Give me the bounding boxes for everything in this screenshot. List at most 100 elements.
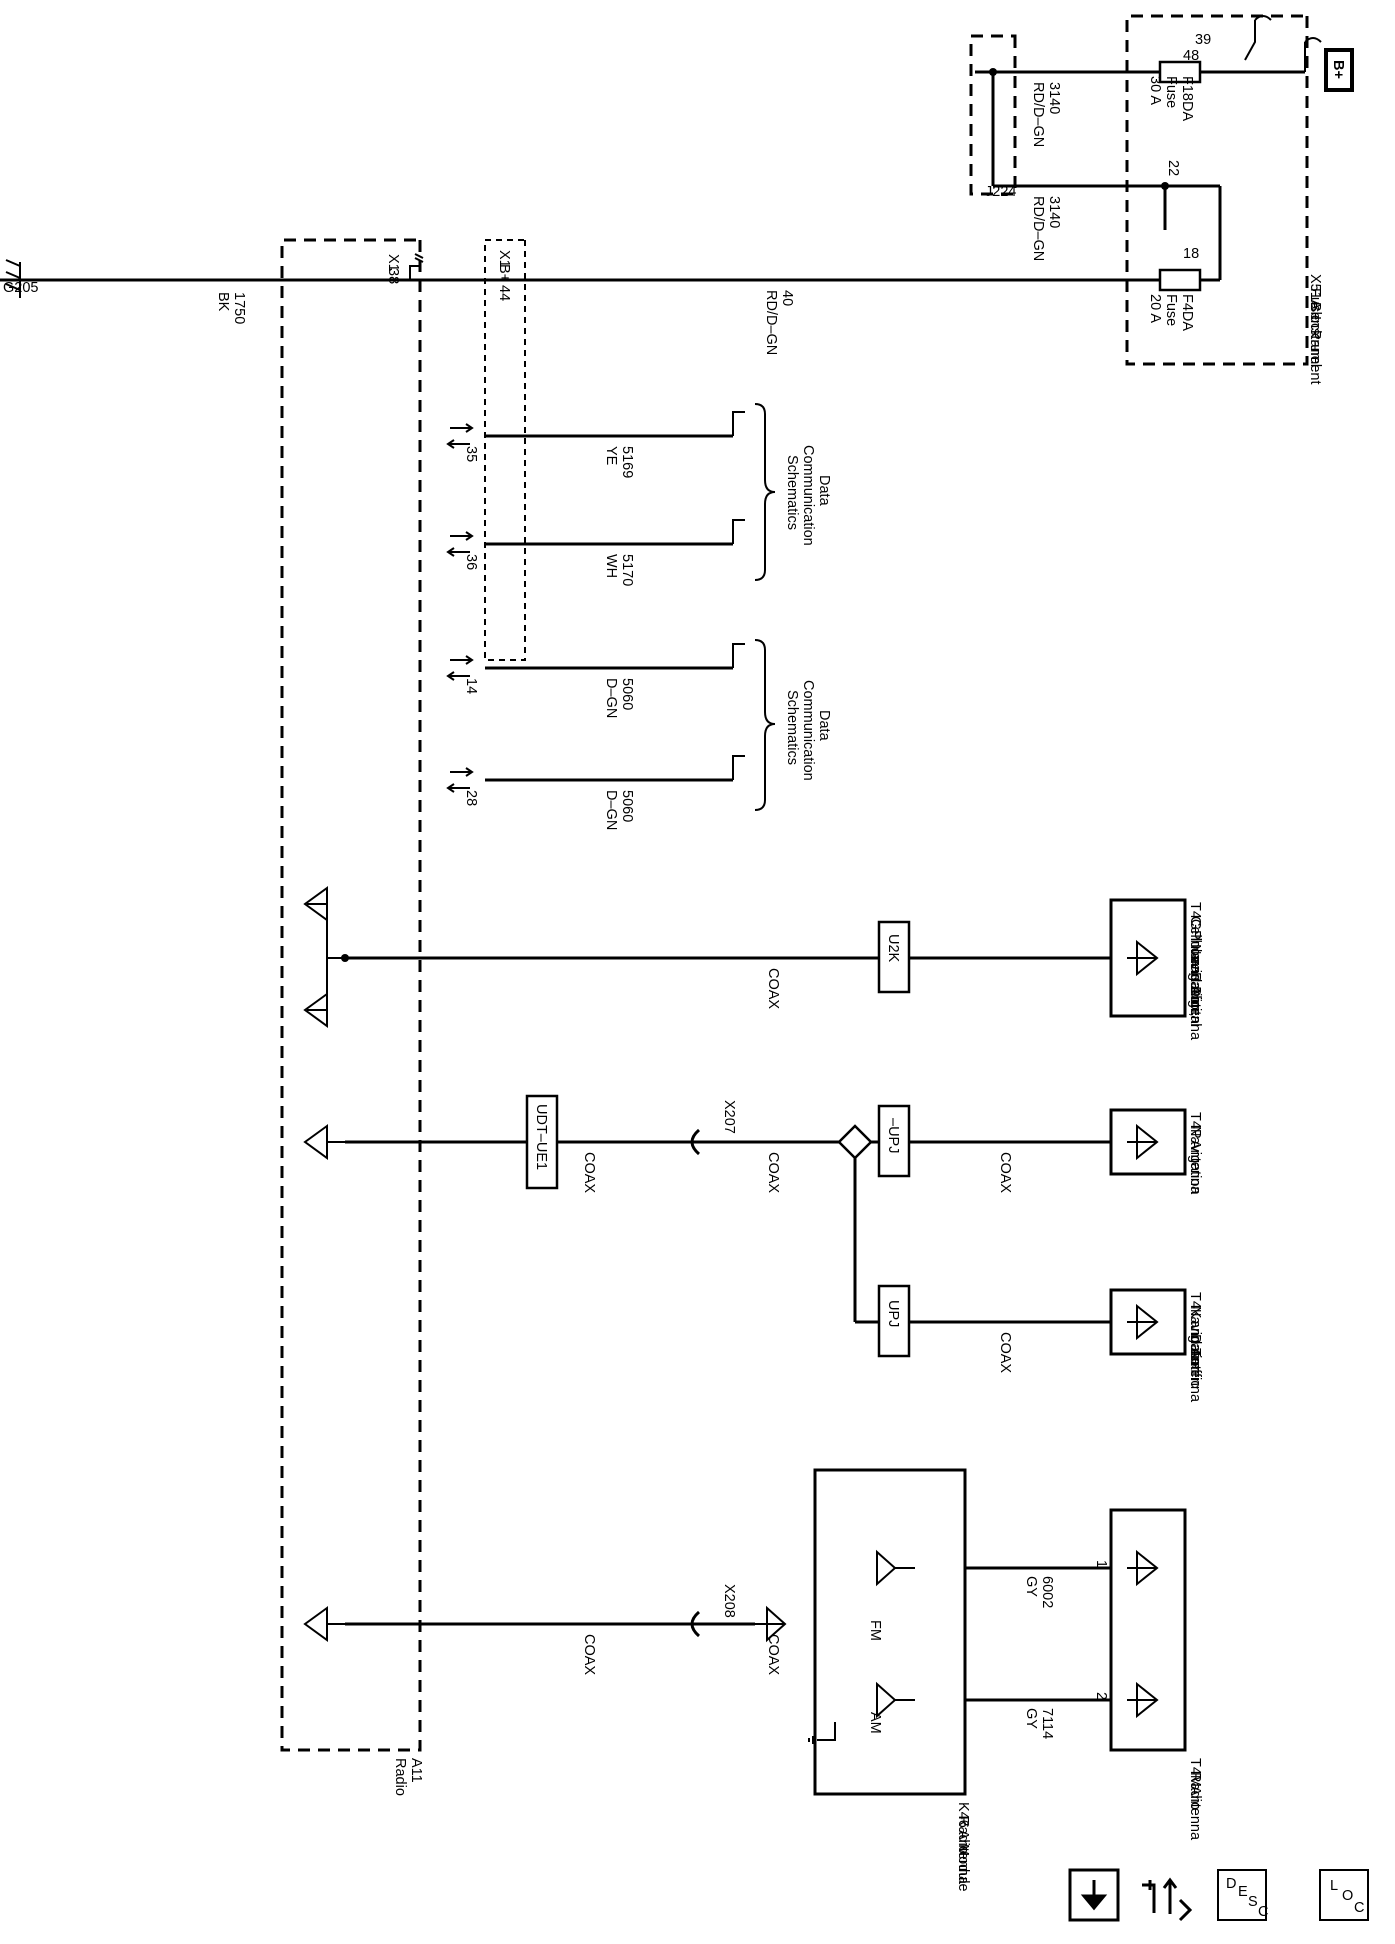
fuse-f18da: [1158, 60, 1202, 84]
udt-ue1-connector: [525, 1094, 559, 1190]
x207-connector: [690, 1128, 701, 1156]
fuse-f4da-rating: 20 A: [1147, 294, 1163, 323]
svg-text:5060: 5060: [619, 790, 635, 822]
radio-pin-44: 44: [496, 285, 512, 301]
data-group-2-line-3: Schematics: [784, 690, 800, 765]
x207-label: X207: [721, 1100, 737, 1134]
ground-id: G205: [3, 280, 38, 296]
k46-line-2: Antenna: [955, 1830, 971, 1885]
svg-text:L: L: [1330, 1878, 1338, 1894]
ground-wire-num: 1750: [231, 292, 247, 324]
data-group-2-line-1: Data: [816, 710, 832, 742]
svg-text:O: O: [1342, 1888, 1353, 1904]
splitter-diamond: [837, 1124, 873, 1160]
svg-text:C: C: [1354, 1900, 1364, 1916]
k46-line-3: Module: [955, 1844, 971, 1892]
t4g-line-2: Phone,: [1187, 930, 1203, 976]
data-brace-1: [754, 403, 776, 581]
desc-icon[interactable]: D E S C: [1217, 1869, 1268, 1921]
svg-text:35: 35: [463, 446, 479, 462]
j224-wire2-num: 3140: [1046, 196, 1062, 228]
radio-antenna-symbols: [303, 886, 345, 1642]
fuse-f4da: [1158, 268, 1202, 292]
fuse-block-name-2: Block –: [1307, 302, 1323, 350]
x208-label: X208: [721, 1584, 737, 1618]
j224-wire2-color: RD/D–GN: [1030, 196, 1046, 261]
t4k-id: T4K: [1187, 1292, 1203, 1319]
b-plus-box: [1324, 48, 1354, 92]
main-feed-num: 40: [779, 290, 795, 306]
t4p-id: T4P: [1187, 1112, 1203, 1139]
data-wire-14: 5060 D–GN 14: [463, 643, 745, 718]
t4g-connector-u2k: [877, 920, 911, 994]
j224-wire1-num: 3140: [1046, 82, 1062, 114]
data-group-2-line-2: Communication: [800, 680, 816, 781]
b-plus-label: B+: [1330, 60, 1346, 79]
t4m-line-1: Radio: [1187, 1772, 1203, 1810]
fuse-f18da-pin-out: 48: [1183, 48, 1199, 64]
data-wire-28: 5060 D–GN 28: [463, 755, 745, 830]
svg-text:28: 28: [463, 790, 479, 806]
wire-7114-color: GY: [1023, 1708, 1039, 1729]
data-arrows: [446, 423, 474, 793]
loc-icon[interactable]: L O C: [1319, 1869, 1369, 1921]
j224-wire1-color: RD/D–GN: [1030, 82, 1046, 147]
data-group-1-line-2: Communication: [800, 445, 816, 546]
svg-text:WH: WH: [603, 554, 619, 578]
radio-x1-top: X1: [496, 250, 512, 268]
svg-text:D: D: [1226, 1876, 1236, 1892]
svg-text:YE: YE: [603, 446, 619, 466]
t4g-line-6: Antenna: [1187, 986, 1203, 1041]
fuse-block-id: X51A: [1307, 274, 1323, 310]
radio-pin-38: 38: [385, 268, 401, 284]
radio-b-plus: B+: [496, 264, 512, 282]
t4g-line-4: and Digital: [1187, 958, 1203, 1027]
t4k-line-3: Data: [1187, 1334, 1203, 1366]
x208-coax-right: COAX: [765, 1634, 781, 1675]
t4m-line-2: Antenna: [1187, 1786, 1203, 1841]
main-feed-color: RD/D–GN: [763, 290, 779, 355]
t4p-line-2: Antenna: [1187, 1140, 1203, 1195]
k46-am: AM: [867, 1712, 883, 1734]
fuse-f18da-type: Fuse: [1163, 76, 1179, 108]
x208-coax-left: COAX: [581, 1634, 597, 1675]
wire-6002-num: 6002: [1039, 1576, 1055, 1608]
t4g-id: T4G: [1187, 902, 1203, 930]
svg-text:D–GN: D–GN: [603, 678, 619, 718]
svg-text:5170: 5170: [619, 554, 635, 586]
down-arrow-icon[interactable]: [1068, 1868, 1120, 1922]
splice-pin-22: 22: [1165, 160, 1181, 176]
t4g-coax: COAX: [765, 968, 781, 1009]
t4m-id: T4M: [1187, 1758, 1203, 1787]
t4g-line-3: Navigation,: [1187, 944, 1203, 1017]
data-group-1-line-1: Data: [816, 475, 832, 507]
fuse-block-outline: [1125, 14, 1309, 366]
radio-outline: [280, 238, 422, 1752]
data-wire-35: 5169 YE 35: [463, 411, 745, 478]
fuse-f4da-name: F4DA: [1179, 294, 1195, 331]
data-brace-2: [754, 639, 776, 811]
t4k-line-2: and Traffic: [1187, 1320, 1203, 1387]
k46-line-1: Radio: [955, 1816, 971, 1854]
t4p-connector-label: –UPJ: [885, 1118, 901, 1153]
t4p-connector: [877, 1104, 911, 1178]
radio-x1-bottom: X1: [385, 254, 401, 272]
t4g-connector-label: U2K: [885, 934, 901, 963]
k46-fm: FM: [867, 1620, 883, 1641]
t4p-line-1: Navigation: [1187, 1126, 1203, 1195]
fuse-f4da-type: Fuse: [1163, 294, 1179, 326]
t4m-pin-2: 2: [1093, 1692, 1109, 1700]
x207-coax-left: COAX: [581, 1152, 597, 1193]
data-group-1-line-3: Schematics: [784, 455, 800, 530]
svg-text:C: C: [1258, 1904, 1268, 1920]
t4k-line-1: Navigation: [1187, 1306, 1203, 1375]
svg-text:5060: 5060: [619, 678, 635, 710]
data-wire-36: 5170 WH 36: [463, 519, 745, 586]
wrench-arrows-icon[interactable]: [1142, 1877, 1193, 1922]
x208-connector: [690, 1610, 701, 1638]
svg-text:36: 36: [463, 554, 479, 570]
radio-id: A11: [408, 1758, 424, 1783]
radio-name: Radio: [392, 1758, 408, 1796]
t4g-line-5: Radio: [1187, 972, 1203, 1010]
